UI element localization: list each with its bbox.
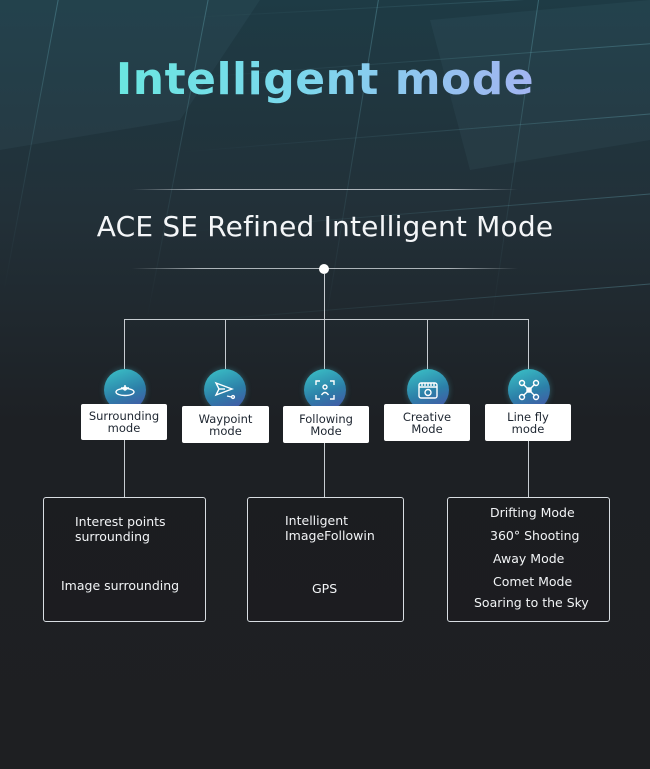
connector-branch-4 [427,319,428,369]
detail-box-following [247,497,404,622]
waypoint-send-icon [204,369,246,411]
detail-item-away: Away Mode [493,551,565,566]
detail-item-drifting: Drifting Mode [490,505,575,520]
detail-item-gps: GPS [312,581,338,596]
connector-branch-3 [324,319,325,369]
section-subtitle: ACE SE Refined Intelligent Mode [96,210,554,243]
detail-item-interest-points: Interest points surrounding [75,514,166,544]
detail-item-image-surrounding: Image surrounding [61,578,180,593]
connector-down-5 [528,440,529,497]
mode-line-fly[interactable]: Line fly mode [485,404,571,441]
connector-down-3 [324,442,325,497]
mode-waypoint[interactable]: Waypoint mode [182,406,269,443]
connector-root-stem [324,274,325,319]
connector-horizontal [124,319,528,320]
detail-box-surrounding [43,497,206,622]
detail-box-line-fly [447,497,610,622]
follow-person-icon [304,369,346,411]
connector-branch-2 [225,319,226,369]
detail-item-comet: Comet Mode [493,574,573,589]
divider-top [132,189,518,190]
tree-root-dot [319,264,329,274]
detail-item-360-shooting: 360° Shooting [490,528,580,543]
page-title: Intelligent mode [0,54,650,105]
mode-following[interactable]: Following Mode [283,406,369,443]
detail-item-soaring: Soaring to the Sky [474,595,589,610]
mode-creative[interactable]: Creative Mode [384,404,470,441]
connector-branch-5 [528,319,529,369]
connector-down-1 [124,440,125,497]
mode-surrounding[interactable]: Surrounding mode [81,404,167,440]
detail-item-intelligent-image-following: Intelligent ImageFollowin [285,513,375,543]
connector-branch-1 [124,319,125,369]
